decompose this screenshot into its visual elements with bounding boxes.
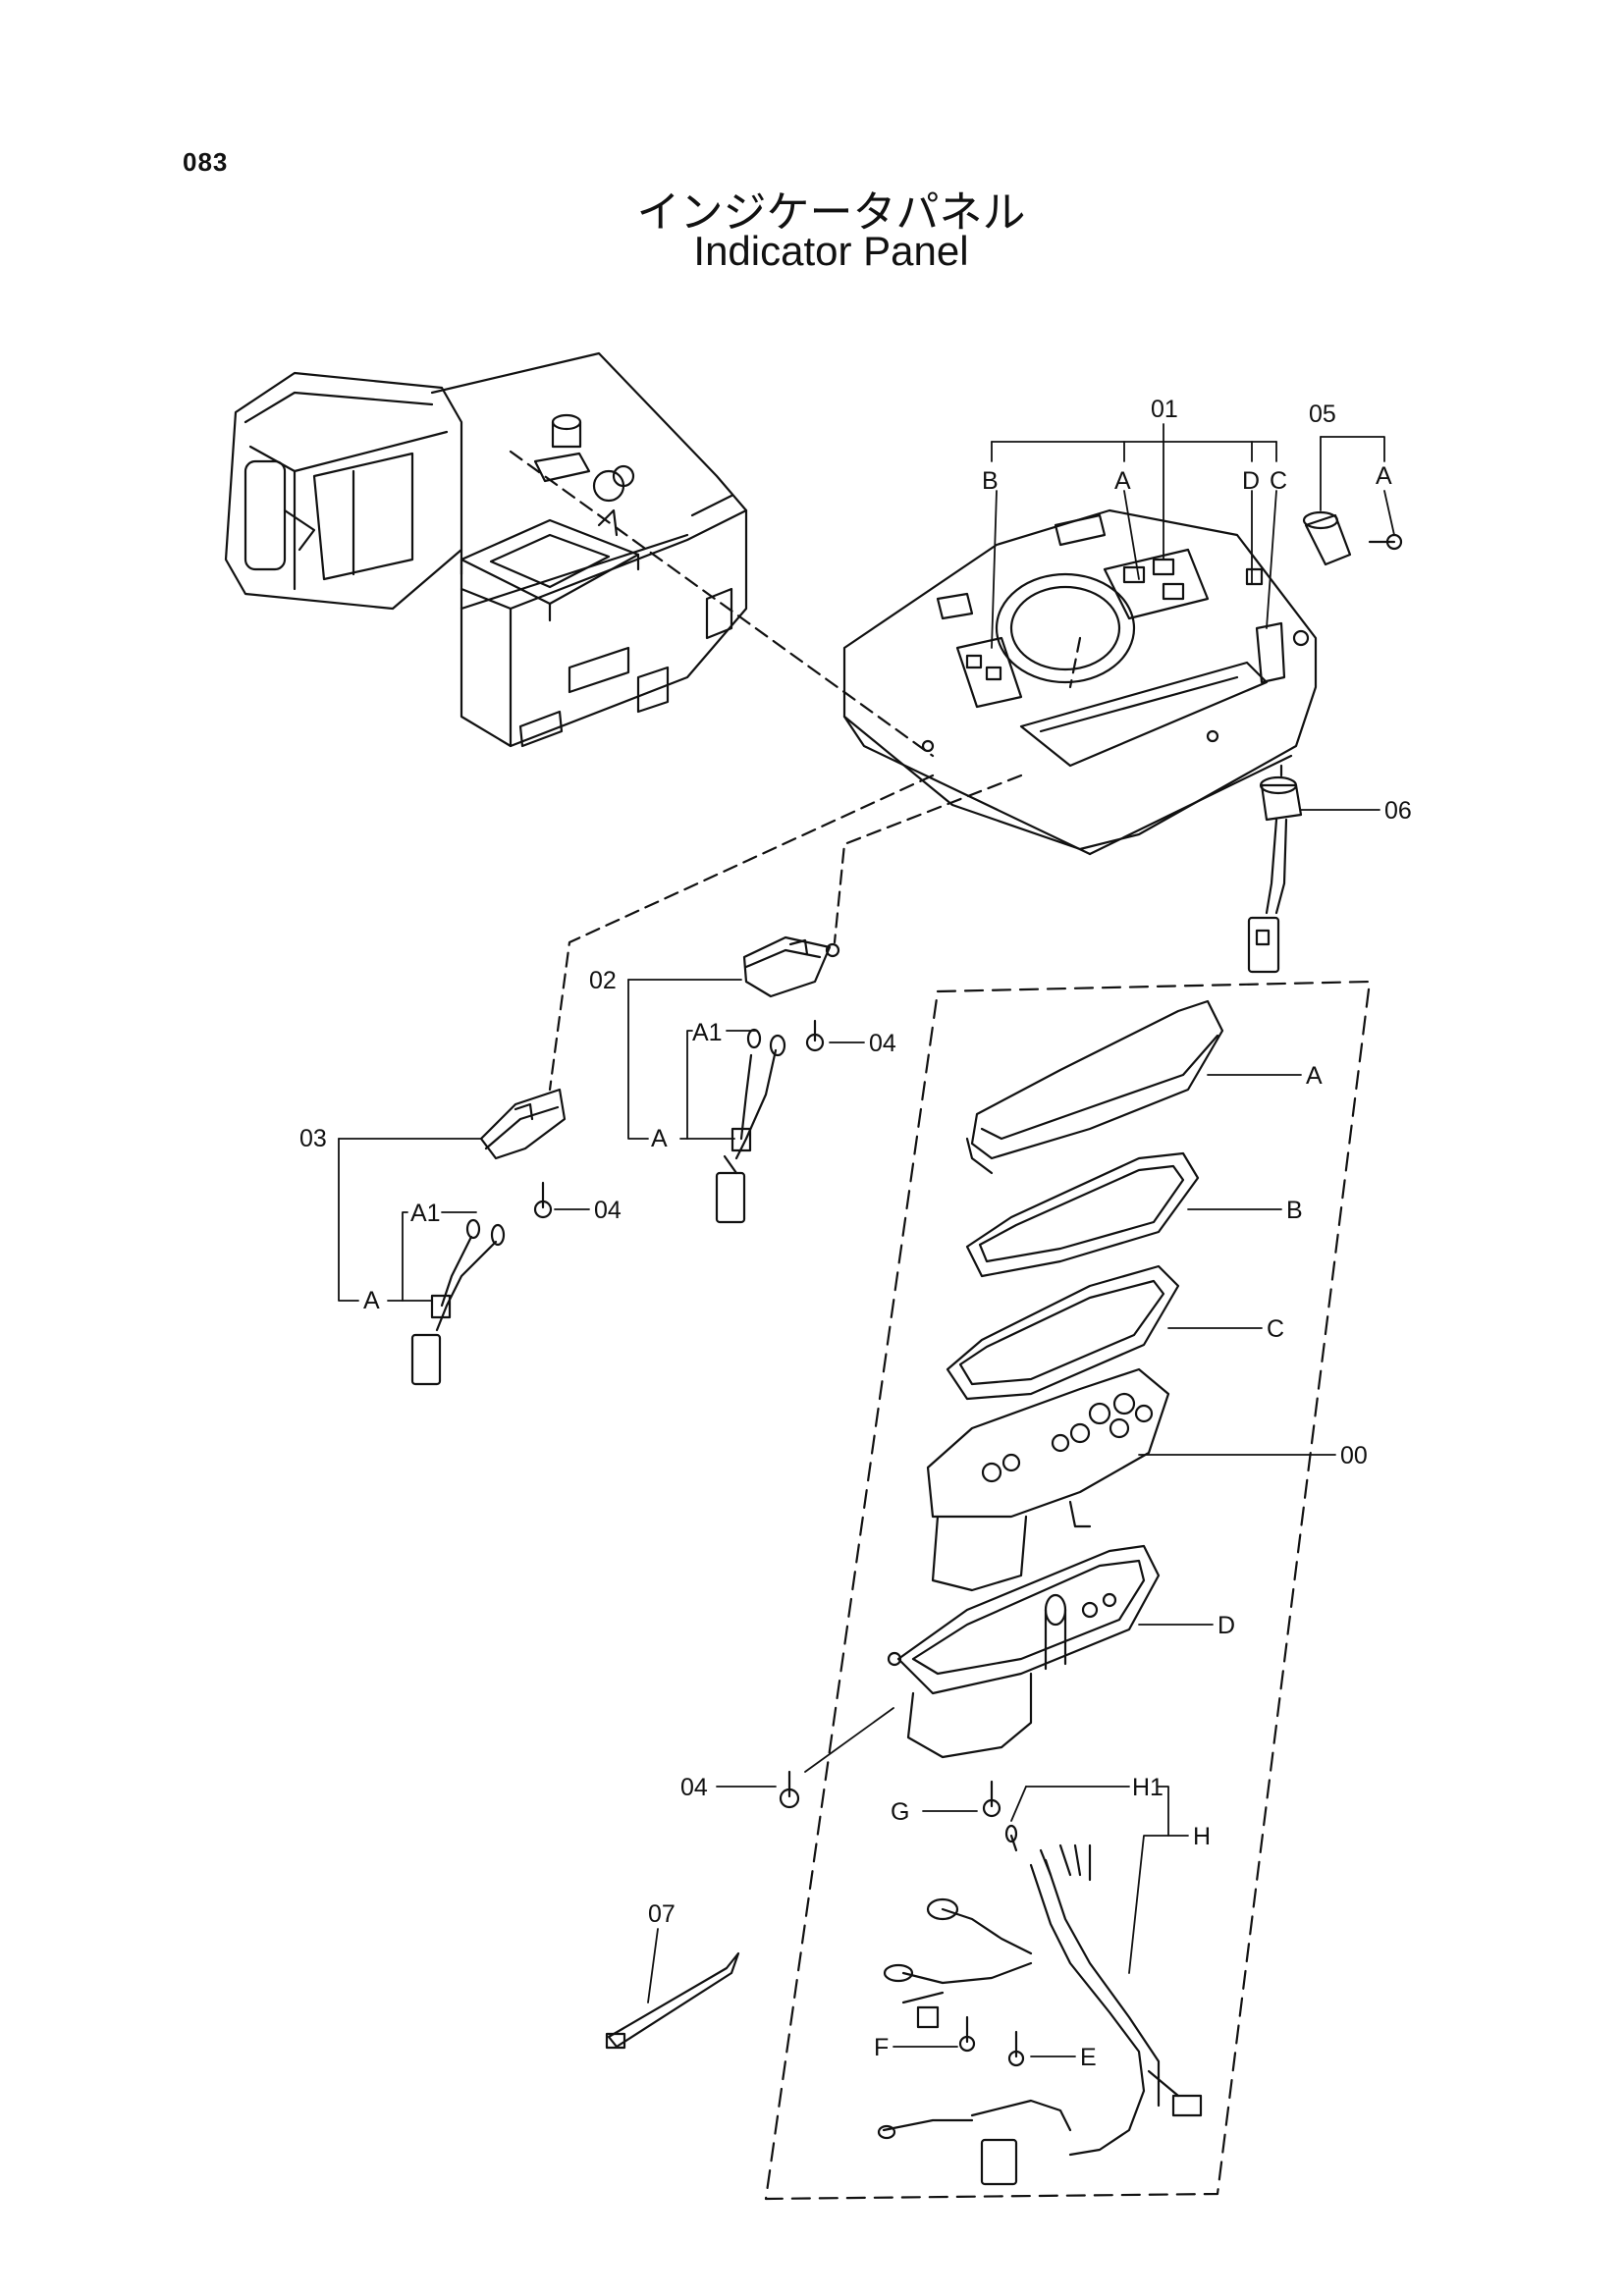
label-01-c: C: [1270, 467, 1287, 495]
knob-part-05: [1302, 510, 1403, 566]
label-sub-d: D: [1217, 1612, 1235, 1639]
label-h: H: [1193, 1823, 1211, 1850]
label-e: E: [1080, 2044, 1097, 2071]
label-03: 03: [299, 1125, 327, 1152]
screw-f-head: [958, 2035, 976, 2053]
indicator-panel-cover-part: [842, 508, 1318, 856]
label-f: F: [874, 2034, 889, 2061]
gasket-sub-part-b: [965, 1151, 1200, 1278]
label-01: 01: [1151, 396, 1178, 423]
lens-sub-part-a: [965, 999, 1224, 1175]
label-02-a: A: [651, 1125, 668, 1152]
label-05-a: A: [1376, 462, 1392, 490]
title-japanese: インジケータパネル: [636, 187, 1026, 238]
label-sub-b: B: [1286, 1197, 1303, 1224]
switch-part-02: [715, 935, 840, 1224]
label-02-a1: A1: [692, 1019, 723, 1046]
label-03-a: A: [363, 1287, 380, 1314]
excavator-overview-drawing: [224, 351, 1082, 758]
seal-sub-part-c: [946, 1264, 1180, 1401]
leader-02-03: [548, 774, 935, 1092]
label-01-d: D: [1242, 467, 1260, 495]
label-01-a: A: [1114, 467, 1131, 495]
page-number: 083: [183, 147, 229, 177]
case-sub-part-d: [887, 1544, 1161, 1759]
assembly-boundary: [764, 980, 1372, 2201]
label-01-b: B: [982, 467, 999, 495]
label-06: 06: [1384, 797, 1412, 825]
indicator-board-part-00: [926, 1367, 1170, 1592]
label-05: 05: [1309, 400, 1336, 428]
part-labels: 01 B A D C 05 A 06 02 A1 A 04 03 A1 A 04…: [299, 396, 1412, 2071]
screw-e-head: [1007, 2050, 1025, 2067]
label-sub-c: C: [1267, 1315, 1284, 1343]
buzzer-part-06: [1247, 764, 1303, 974]
label-04-c: 04: [680, 1774, 708, 1801]
label-04-b: 04: [594, 1197, 622, 1224]
label-07: 07: [648, 1900, 676, 1928]
screw-g-head: [982, 1798, 1001, 1818]
leader-lines: [338, 423, 1395, 2057]
leader-02: [833, 774, 1023, 944]
label-03-a1: A1: [410, 1200, 441, 1227]
cable-tie-part-07: [605, 1951, 740, 2050]
label-h1: H1: [1132, 1774, 1163, 1801]
screw-04-head: [779, 1788, 800, 1809]
switch-part-03: [410, 1088, 567, 1386]
label-sub-a: A: [1306, 1062, 1323, 1090]
label-04-a: 04: [869, 1030, 896, 1057]
label-00: 00: [1340, 1442, 1368, 1469]
title-english: Indicator Panel: [693, 228, 969, 274]
label-g: G: [891, 1798, 909, 1826]
label-02: 02: [589, 967, 617, 994]
wiring-harness-h: [877, 1824, 1203, 2186]
